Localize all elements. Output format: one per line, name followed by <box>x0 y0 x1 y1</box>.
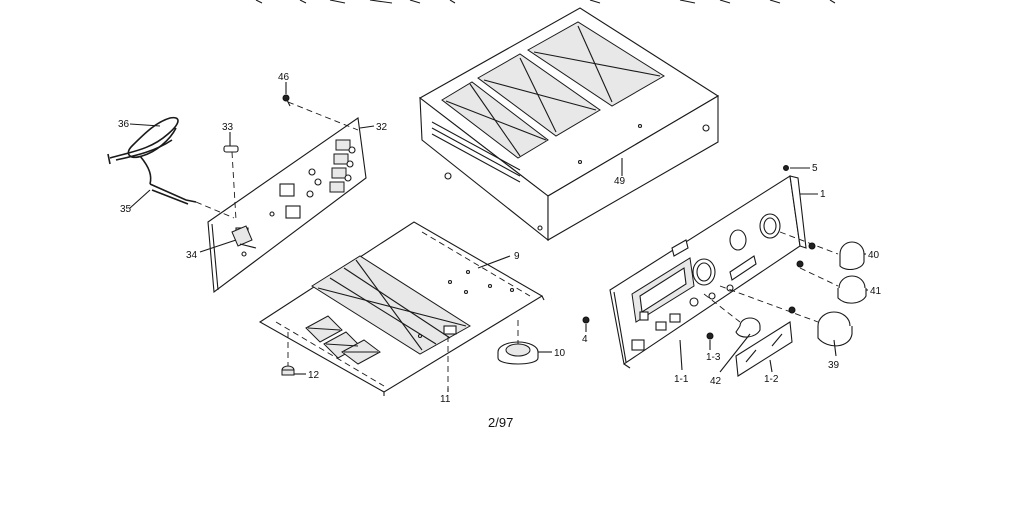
bushing-part <box>223 145 239 221</box>
callout-12: 12 <box>308 370 320 381</box>
callout-11: 11 <box>440 394 451 405</box>
knob-40-part <box>779 231 865 271</box>
callout-labels: 46 33 32 36 35 34 49 9 10 11 12 5 1 40 4… <box>118 72 882 405</box>
callout-39: 39 <box>828 360 840 371</box>
nuts-part <box>582 165 816 340</box>
bottom-plate-part <box>258 221 545 396</box>
callout-5: 5 <box>812 163 818 174</box>
date-code: 2/97 <box>488 415 513 430</box>
callout-1-1: 1-1 <box>674 374 689 385</box>
front-panel-part <box>609 175 807 369</box>
callout-41: 41 <box>870 286 882 297</box>
callout-34: 34 <box>186 250 198 261</box>
small-foot-part <box>281 365 295 376</box>
small-knob-part <box>703 293 761 338</box>
callout-35: 35 <box>120 204 132 215</box>
callout-10: 10 <box>554 348 566 359</box>
strain-relief-part <box>231 225 257 249</box>
callout-33: 33 <box>222 122 234 133</box>
callout-46: 46 <box>278 72 290 83</box>
knob-39-part <box>719 285 853 347</box>
access-door-part <box>735 321 793 377</box>
power-cord-part <box>107 116 235 219</box>
callout-32: 32 <box>376 122 388 133</box>
callout-36: 36 <box>118 119 130 130</box>
foot-part <box>497 320 539 365</box>
top-edge-marks <box>255 0 836 4</box>
callout-49: 49 <box>614 176 626 187</box>
callout-1-3: 1-3 <box>706 352 721 363</box>
callout-1-2: 1-2 <box>764 374 779 385</box>
knob-41-part <box>799 267 867 304</box>
rear-panel-part <box>207 94 367 294</box>
callout-1: 1 <box>820 189 826 200</box>
top-cover-part <box>419 7 720 242</box>
callout-40: 40 <box>868 250 880 261</box>
callout-42: 42 <box>710 376 722 387</box>
callout-4: 4 <box>582 334 588 345</box>
callout-9: 9 <box>514 251 520 262</box>
leader-lines <box>129 82 868 392</box>
